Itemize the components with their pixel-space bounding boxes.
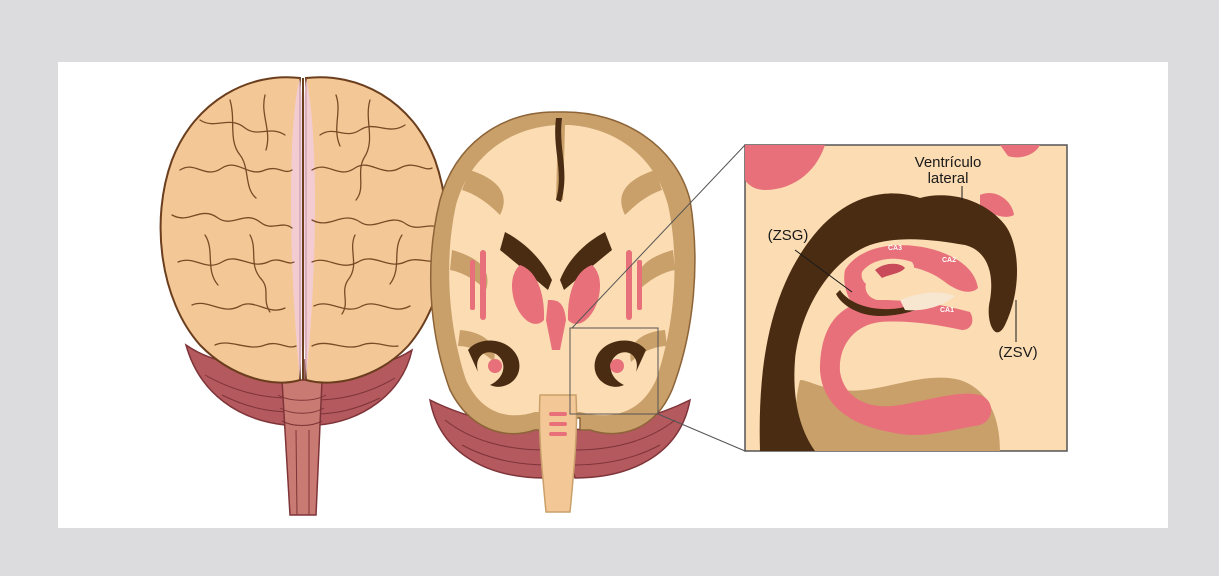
label-ca3: CA3 (888, 245, 902, 252)
coronal-section (430, 112, 695, 512)
label-ventricle-line1: Ventrículo (915, 154, 982, 171)
label-ca1: CA1 (940, 307, 954, 314)
right-hemisphere (306, 77, 447, 382)
label-ventricle-line2: lateral (928, 170, 969, 187)
zoom-panel: Ventrículo lateral (ZSG) (ZSV) CA1 CA2 C… (745, 145, 1067, 451)
label-zsg: (ZSG) (768, 227, 809, 244)
whole-brain (161, 77, 447, 515)
label-zsv: (ZSV) (998, 344, 1037, 361)
label-ca2: CA2 (942, 257, 956, 264)
